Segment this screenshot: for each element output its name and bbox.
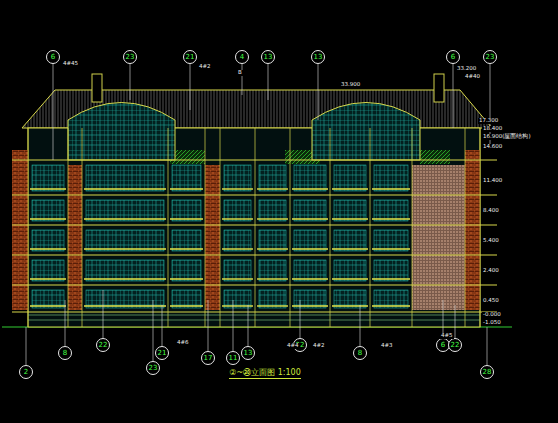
callout-number: 21: [186, 54, 195, 61]
elevation-dimension: 14.600: [482, 144, 503, 150]
elevation-dimension: 11.400: [482, 178, 503, 184]
callout-circle: 8: [58, 346, 72, 360]
callout-number: 8: [358, 350, 362, 357]
callout-circle: 8: [353, 346, 367, 360]
elevation-dimension: -0.000: [482, 312, 502, 318]
callout-number: 22: [99, 342, 108, 349]
elevation-dimension: 33.200: [456, 66, 477, 72]
elevation-dimension: 16.900(屋面结构): [482, 134, 532, 140]
callout-number: 6: [51, 54, 55, 61]
callout-circle: 23: [123, 50, 137, 64]
callout-label: B: [237, 70, 243, 76]
drawing-caption: ②~㉚立面图 1:100: [229, 367, 300, 379]
callout-number: 6: [451, 54, 455, 61]
callout-circle: 17: [201, 351, 215, 365]
leader-line: [53, 57, 54, 160]
elevation-dimension: 2.400: [482, 268, 500, 274]
material-tag: 4#4: [286, 343, 300, 349]
callout-circle: 11: [226, 351, 240, 365]
elevation-dimension: 18.400: [482, 126, 503, 132]
callout-circle: 13: [241, 346, 255, 360]
elevation-dimension: -1.050: [482, 320, 502, 326]
callout-number: 22: [451, 342, 460, 349]
callout-number: 21: [158, 350, 167, 357]
elevation-dimension: 17.300: [478, 118, 499, 124]
material-tag: 4#40: [464, 74, 481, 80]
elevation-dimension: 8.400: [482, 208, 500, 214]
callout-number: 23: [486, 54, 495, 61]
material-tag: 4#5: [440, 333, 454, 339]
callout-number: 8: [63, 350, 67, 357]
axis-circle: 2: [19, 365, 33, 379]
material-tag: 4#45: [62, 61, 79, 67]
material-tag: 4#2: [312, 343, 326, 349]
callout-circle: 13: [311, 50, 325, 64]
callout-circle: 22: [96, 338, 110, 352]
callout-number: 11: [229, 355, 238, 362]
callout-number: 23: [126, 54, 135, 61]
leader-line: [153, 300, 154, 368]
callout-number: 6: [441, 342, 445, 349]
leader-line: [453, 57, 454, 128]
callout-number: 13: [244, 350, 253, 357]
callout-number: 23: [149, 365, 158, 372]
callout-number: 13: [314, 54, 323, 61]
callout-circle: 6: [446, 50, 460, 64]
callout-circle: 23: [483, 50, 497, 64]
callout-circle: 21: [155, 346, 169, 360]
leader-line: [318, 57, 319, 120]
callout-circle: 4: [235, 50, 249, 64]
material-tag: 4#3: [380, 343, 394, 349]
callout-number: 28: [483, 369, 492, 376]
callout-number: 4: [240, 54, 244, 61]
elevation-dimension: 33.900: [340, 82, 361, 88]
callout-circle: 23: [146, 361, 160, 375]
leader-line: [103, 290, 104, 345]
leader-line: [190, 57, 191, 110]
callout-number: 17: [204, 355, 213, 362]
callout-circle: 13: [261, 50, 275, 64]
callout-number: 13: [264, 54, 273, 61]
material-tag: 4#2: [198, 64, 212, 70]
callout-circle: 21: [183, 50, 197, 64]
leader-line: [208, 300, 209, 358]
callout-number: 2: [24, 369, 28, 376]
material-tag: 4#6: [176, 340, 190, 346]
axis-circle: 28: [480, 365, 494, 379]
callout-circle: 22: [448, 338, 462, 352]
callout-circle: 6: [46, 50, 60, 64]
leader-line: [233, 300, 234, 358]
elevation-dimension: 0.450: [482, 298, 500, 304]
elevation-dimension: 5.400: [482, 238, 500, 244]
